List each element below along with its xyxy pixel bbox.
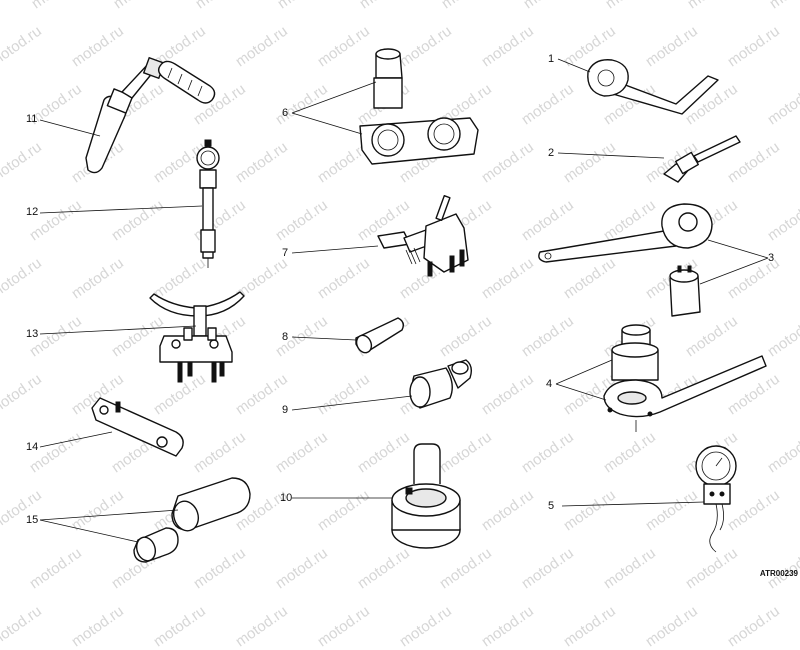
callout-5: 5 [548, 500, 555, 512]
watermark-text: motod.ru [0, 602, 45, 650]
watermark-text: motod.ru [68, 602, 127, 650]
callout-12: 12 [26, 206, 39, 218]
callout-10: 10 [280, 492, 293, 504]
tool-15-sleeves [133, 477, 251, 563]
tool-4-socket-spanner [603, 324, 767, 432]
tool-6-socket-set [359, 48, 479, 165]
watermark-text: motod.ru [560, 602, 619, 650]
tool-8-cone [355, 317, 405, 354]
callout-3: 3 [768, 252, 775, 264]
callout-1: 1 [548, 53, 555, 65]
tool-10-lifting-plate [391, 443, 461, 549]
watermark-text: motod.ru [478, 602, 537, 650]
watermark-text: motod.ru [232, 602, 291, 650]
tool-5-electronic-gauge [695, 445, 737, 553]
callout-7: 7 [282, 247, 289, 259]
tool-11-t-handle [85, 56, 216, 174]
watermark-text: motod.ru [642, 602, 701, 650]
tool-13-puller [149, 291, 245, 383]
callout-9: 9 [282, 404, 289, 416]
callout-8: 8 [282, 331, 289, 343]
watermark-text: motod.ru [150, 602, 209, 650]
watermark-text: motod.ru [724, 602, 783, 650]
callout-11: 11 [26, 113, 38, 125]
tool-3-hook-wrench [538, 203, 713, 317]
watermark-text: motod.ru [396, 602, 455, 650]
tool-9-adapter [409, 359, 473, 409]
watermark-text: motod.ru [314, 602, 373, 650]
callout-6: 6 [282, 107, 289, 119]
callout-14: 14 [26, 441, 39, 453]
tool-12-dial-gauge [196, 139, 220, 268]
callout-13: 13 [26, 328, 39, 340]
leader-lines [39, 58, 769, 543]
tool-2-pin-tool [663, 135, 741, 183]
callout-4: 4 [546, 378, 553, 390]
reference-code: ATR00239 [759, 569, 798, 578]
tools-illustration [39, 48, 769, 563]
callout-15: 15 [26, 514, 39, 526]
callout-2: 2 [548, 147, 555, 159]
tool-14-pin-spanner [91, 397, 184, 457]
tool-1-ring-spanner [587, 59, 719, 115]
tool-7-flywheel-holder [377, 194, 469, 277]
